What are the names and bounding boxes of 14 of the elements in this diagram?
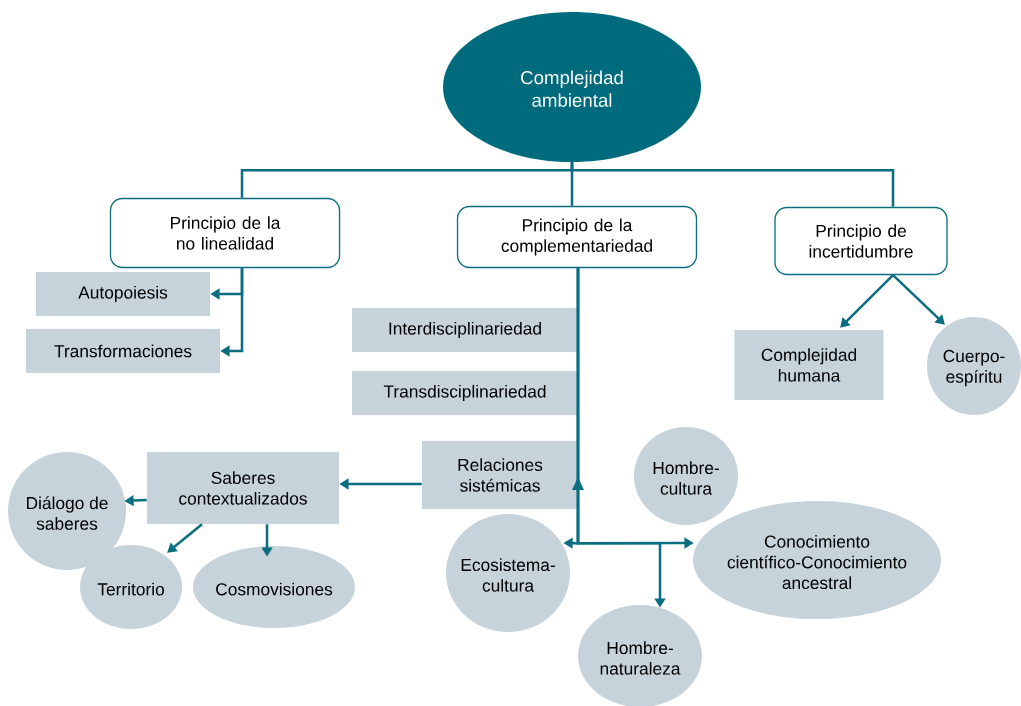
arrow	[892, 274, 945, 325]
concept-box: Complejidad humana	[734, 330, 884, 400]
concept-box: Saberes contextualizados	[147, 452, 339, 524]
concept-box: Transdisciplinariedad	[352, 371, 578, 415]
concept-box: Autopoiesis	[36, 272, 210, 316]
concept-box: Transformaciones	[26, 329, 220, 373]
connector-line	[570, 162, 895, 207]
principle-box: Principio de incertidumbre	[774, 206, 948, 276]
arrow	[840, 274, 894, 328]
arrow	[167, 523, 203, 553]
principle-box: Principio de la no linealidad	[109, 197, 341, 269]
concept-box: Relaciones sistémicas	[422, 441, 578, 509]
concept-box: Interdisciplinariedad	[352, 308, 578, 352]
principle-box: Principio de la complementariedad	[456, 205, 698, 269]
